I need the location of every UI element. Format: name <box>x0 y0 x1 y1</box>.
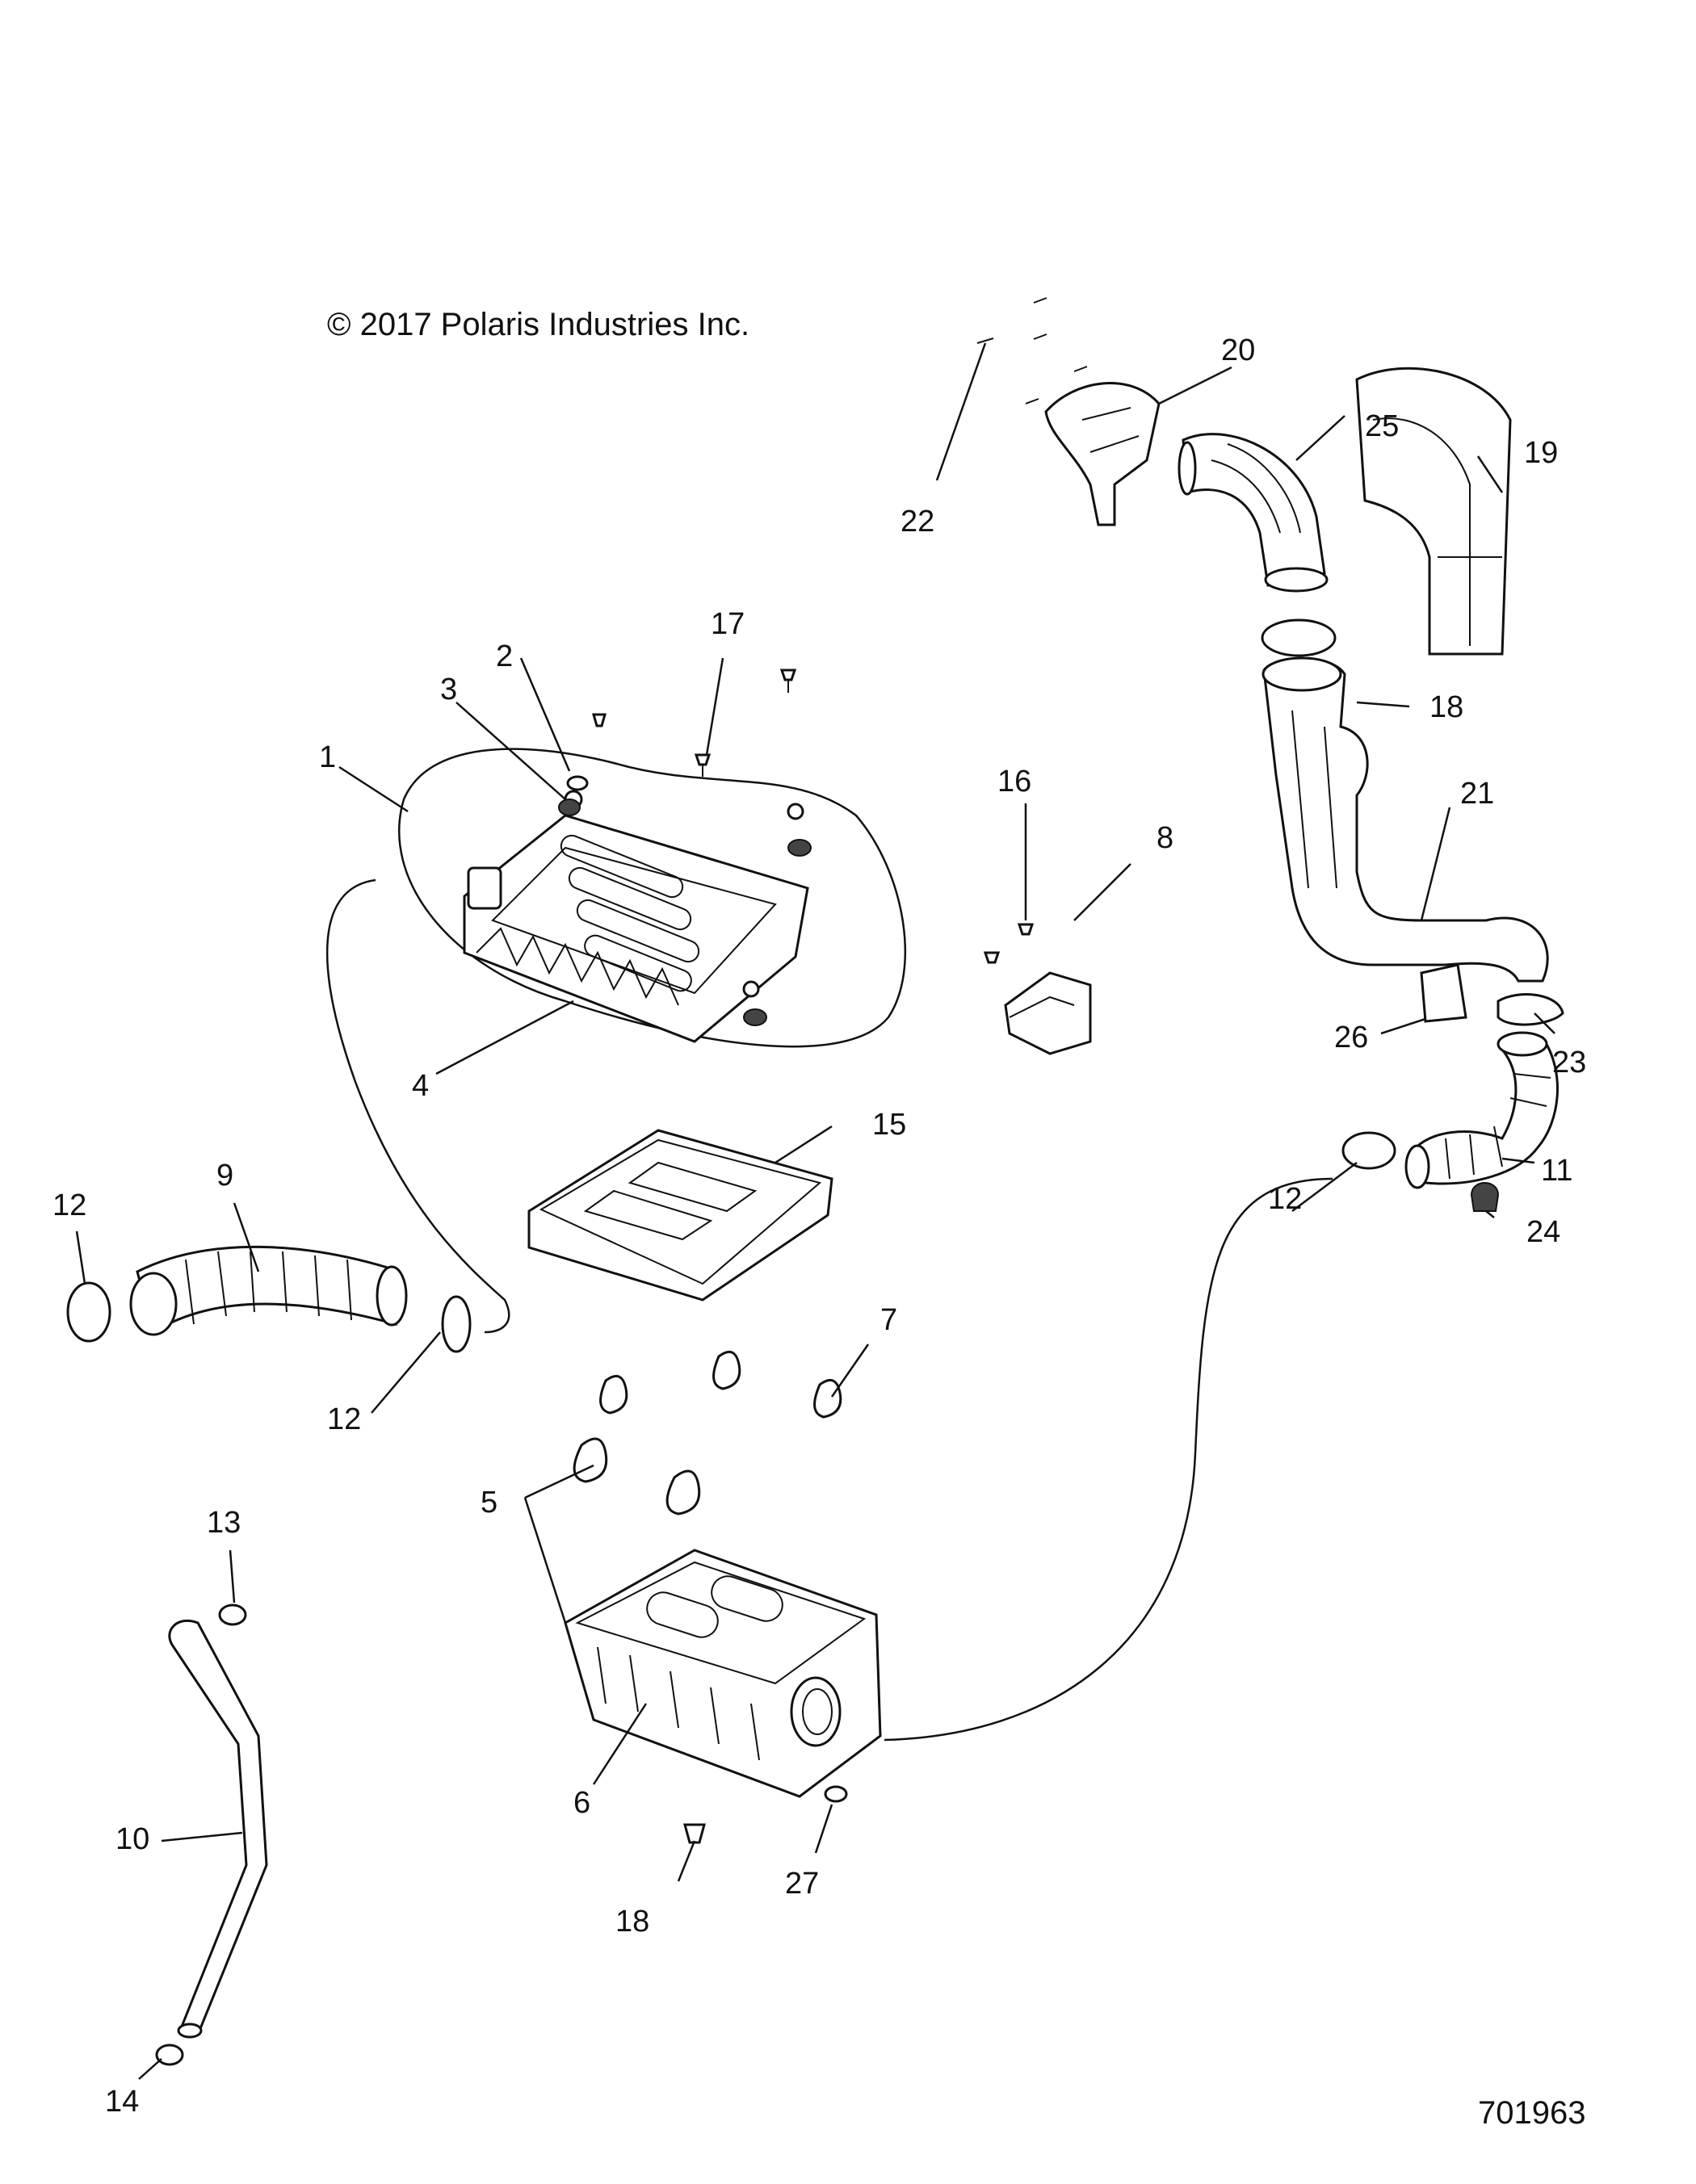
callout-13: 13 <box>207 1506 241 1540</box>
grommet-3 <box>558 799 581 816</box>
clamp-23 <box>1497 993 1564 1026</box>
callout-12-left: 12 <box>52 1188 86 1222</box>
clamp-12-right <box>441 1295 472 1353</box>
callout-20: 20 <box>1221 333 1255 367</box>
copyright-notice: © 2017 Polaris Industries Inc. <box>327 307 750 342</box>
grommet-top-right <box>787 839 812 857</box>
washer-2 <box>566 775 589 791</box>
callout-21: 21 <box>1460 777 1494 811</box>
callout-12-right: 12 <box>1268 1182 1302 1216</box>
flow-curve-left <box>326 878 510 1334</box>
callout-23: 23 <box>1552 1046 1586 1079</box>
assembly-outline <box>398 748 907 1048</box>
clamp-13 <box>218 1603 247 1626</box>
cap-24 <box>1470 1182 1500 1212</box>
callout-26: 26 <box>1334 1021 1368 1054</box>
callout-6: 6 <box>573 1786 590 1820</box>
callout-1: 1 <box>319 740 336 774</box>
callout-27: 27 <box>785 1867 819 1901</box>
callout-5: 5 <box>481 1486 497 1520</box>
hose-11-assembly <box>1341 1031 1559 1212</box>
upper-intake-parts <box>976 297 1512 656</box>
callout-labels: 1 2 3 4 5 6 7 8 9 10 11 12 12 12 13 14 1… <box>52 333 1586 2119</box>
flow-curve-right <box>884 1177 1333 1742</box>
callout-4: 4 <box>412 1069 429 1103</box>
clamp-14 <box>155 2044 184 2066</box>
o-ring-27 <box>824 1785 848 1803</box>
callout-11: 11 <box>1541 1154 1572 1188</box>
callout-14: 14 <box>105 2085 139 2119</box>
airbox-base <box>564 1549 882 1798</box>
callout-18-lower: 18 <box>615 1905 649 1939</box>
callout-18-upper: 18 <box>1429 690 1463 724</box>
callout-15: 15 <box>872 1108 906 1142</box>
callout-7: 7 <box>880 1303 897 1337</box>
callout-3: 3 <box>440 673 457 706</box>
callout-9: 9 <box>216 1159 233 1193</box>
callout-12-middle: 12 <box>327 1402 361 1436</box>
callout-2: 2 <box>496 639 513 673</box>
callout-10: 10 <box>115 1822 149 1856</box>
clips <box>573 1350 842 1515</box>
callout-22: 22 <box>900 505 934 539</box>
airbox-cover-assembly <box>398 748 907 1048</box>
drawing-number: 701963 <box>1478 2095 1586 2131</box>
screws-17 <box>592 669 797 777</box>
leader-lines <box>75 342 1555 2080</box>
callout-16: 16 <box>997 765 1031 799</box>
clamp-upper <box>1261 618 1337 657</box>
drain-plug <box>683 1823 706 1844</box>
drain-tube-assembly <box>155 1603 268 2066</box>
callout-25: 25 <box>1365 409 1399 443</box>
grommet-bottom <box>743 1008 767 1026</box>
intake-duct-25 <box>1182 433 1326 587</box>
callout-24: 24 <box>1526 1215 1560 1249</box>
callout-17: 17 <box>711 607 745 641</box>
clamp-26 <box>1420 963 1467 1023</box>
intake-duct-21-assembly <box>1261 618 1564 1026</box>
clamp-12-hose <box>1341 1131 1396 1170</box>
screws-22 <box>976 297 1088 405</box>
bracket-8 <box>983 923 1092 1055</box>
intake-cover-19 <box>1355 367 1512 656</box>
heat-shield-20 <box>1044 382 1161 526</box>
air-filter <box>527 1129 833 1302</box>
clamp-12-left <box>66 1281 111 1343</box>
callout-8: 8 <box>1157 821 1173 855</box>
intake-hose-assembly <box>66 1245 472 1353</box>
callout-19: 19 <box>1524 436 1558 470</box>
